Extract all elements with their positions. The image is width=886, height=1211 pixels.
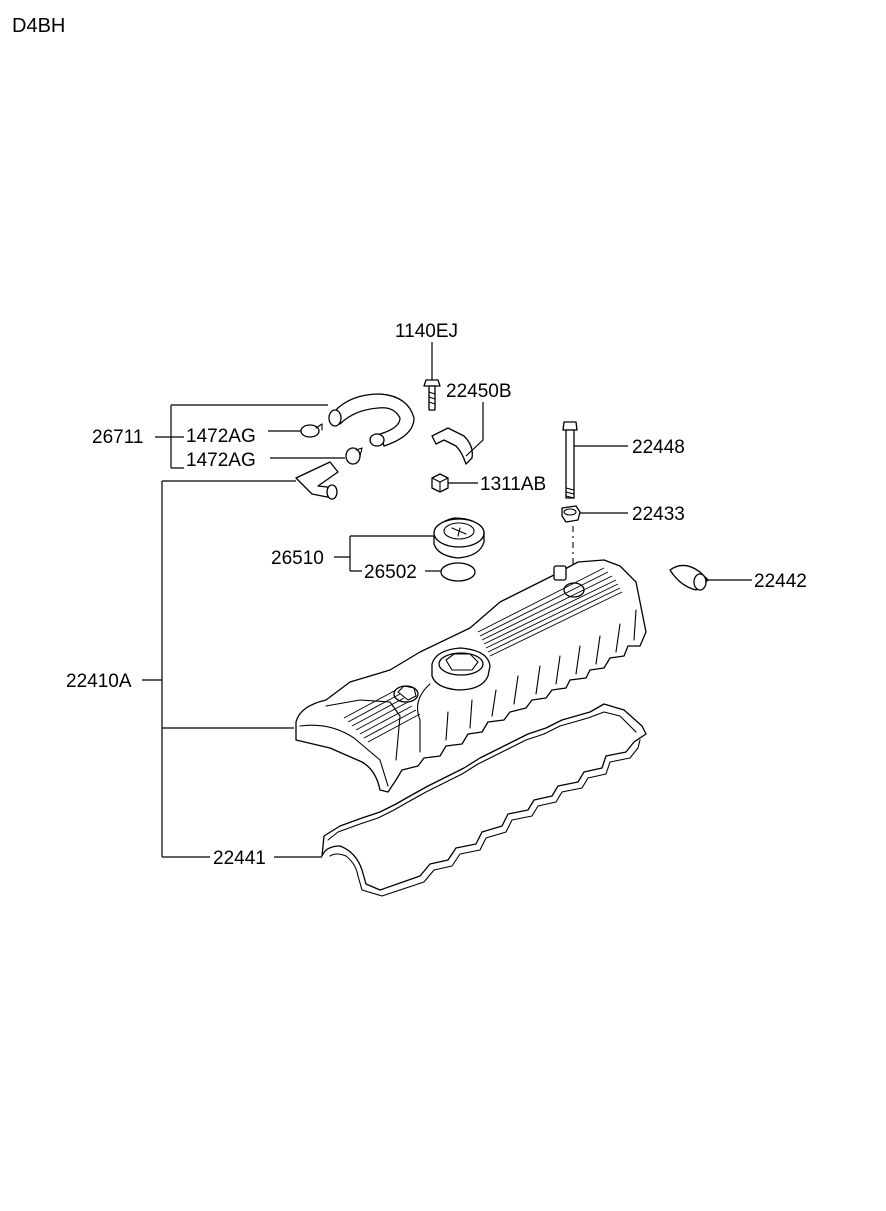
nut-1311ab-part[interactable] [431,473,449,493]
part-label-22450b[interactable]: 22450B [446,381,512,402]
cover-rib-hatching-right [477,567,623,657]
hose-clamp-1472ag-lower-part[interactable] [345,447,363,465]
gasket-22441-part[interactable] [321,703,647,897]
hose-clamp-1472ag-upper-part[interactable] [300,423,323,438]
cover-rib-hatching-left [343,689,421,743]
bolt-22448-part[interactable] [562,421,578,499]
elbow-fitting-part[interactable] [295,461,339,500]
bolt-1140ej-part[interactable] [423,379,441,411]
part-label-22448[interactable]: 22448 [632,437,685,458]
grommet-22433-part[interactable] [561,505,581,523]
part-label-1311ab[interactable]: 1311AB [480,474,546,495]
part-label-26711[interactable]: 26711 [92,427,143,448]
breather-hose-26711-part[interactable] [328,393,415,447]
part-label-1472ag-lower[interactable]: 1472AG [186,450,256,471]
part-label-22410a[interactable]: 22410A [66,671,132,692]
oil-filler-cap-26510-part[interactable] [433,517,485,559]
o-ring-26502-part[interactable] [440,562,476,582]
part-label-22441[interactable]: 22441 [213,848,266,869]
part-label-26502[interactable]: 26502 [364,562,417,583]
part-label-26510[interactable]: 26510 [271,548,324,569]
rocker-cover-22410a-part[interactable] [295,559,647,793]
part-label-22442[interactable]: 22442 [754,571,807,592]
cap-22442-part[interactable] [669,564,709,591]
leader-lines [142,342,752,858]
part-label-1140ej[interactable]: 1140EJ [395,321,458,342]
part-label-1472ag-upper[interactable]: 1472AG [186,426,256,447]
engine-code-title: D4BH [12,15,65,37]
part-label-22433[interactable]: 22433 [632,504,685,525]
bracket-22450b-part[interactable] [431,427,473,465]
